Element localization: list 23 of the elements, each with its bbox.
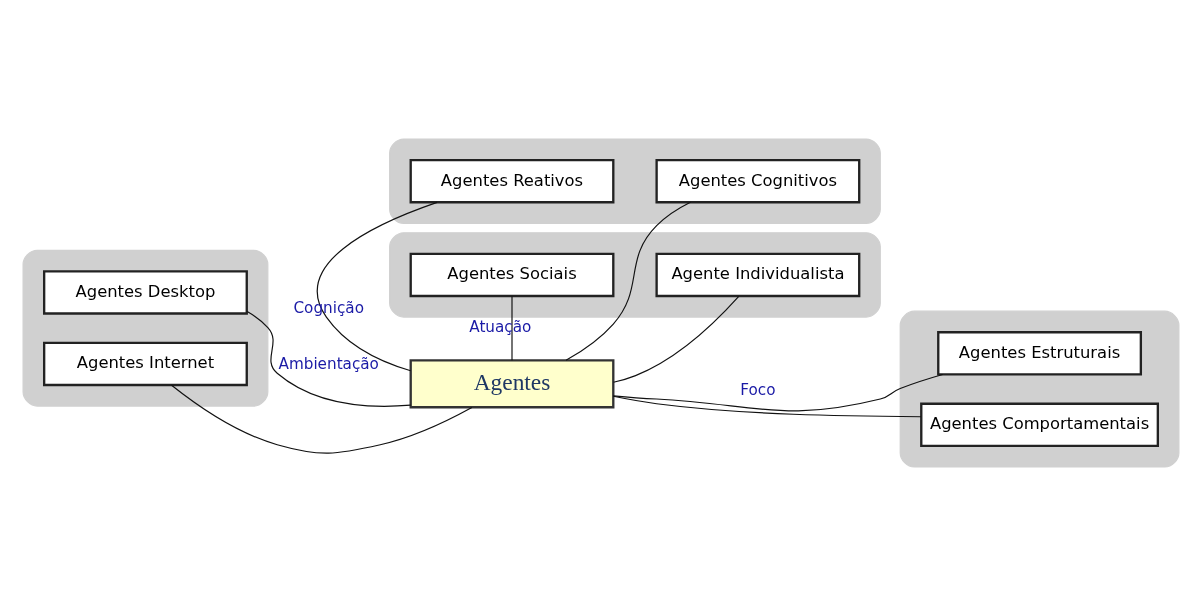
cluster	[899, 310, 1180, 468]
node-box: Agentes Sociais	[409, 252, 615, 298]
node-box: Agentes Estruturais	[937, 331, 1143, 376]
connector	[171, 384, 473, 454]
connector	[246, 310, 412, 407]
connector	[612, 373, 944, 412]
node-box: Agentes Desktop	[43, 270, 248, 315]
node-box: Agentes	[409, 359, 615, 409]
connector	[316, 201, 438, 372]
cluster	[389, 232, 881, 318]
node-box: Agentes Comportamentais	[920, 402, 1159, 448]
edge-label: Foco	[740, 380, 776, 399]
cluster	[22, 249, 269, 407]
connector	[511, 295, 513, 361]
node-box: Agente Individualista	[655, 252, 861, 298]
node-box: Agentes Reativos	[409, 158, 615, 204]
connector	[565, 201, 691, 361]
cluster	[389, 138, 881, 224]
node-box: Agentes Cognitivos	[655, 158, 861, 204]
connector	[612, 395, 922, 418]
node-box: Agentes Internet	[43, 341, 248, 387]
edge-label: Ambientação	[278, 355, 379, 374]
connector	[612, 295, 740, 383]
